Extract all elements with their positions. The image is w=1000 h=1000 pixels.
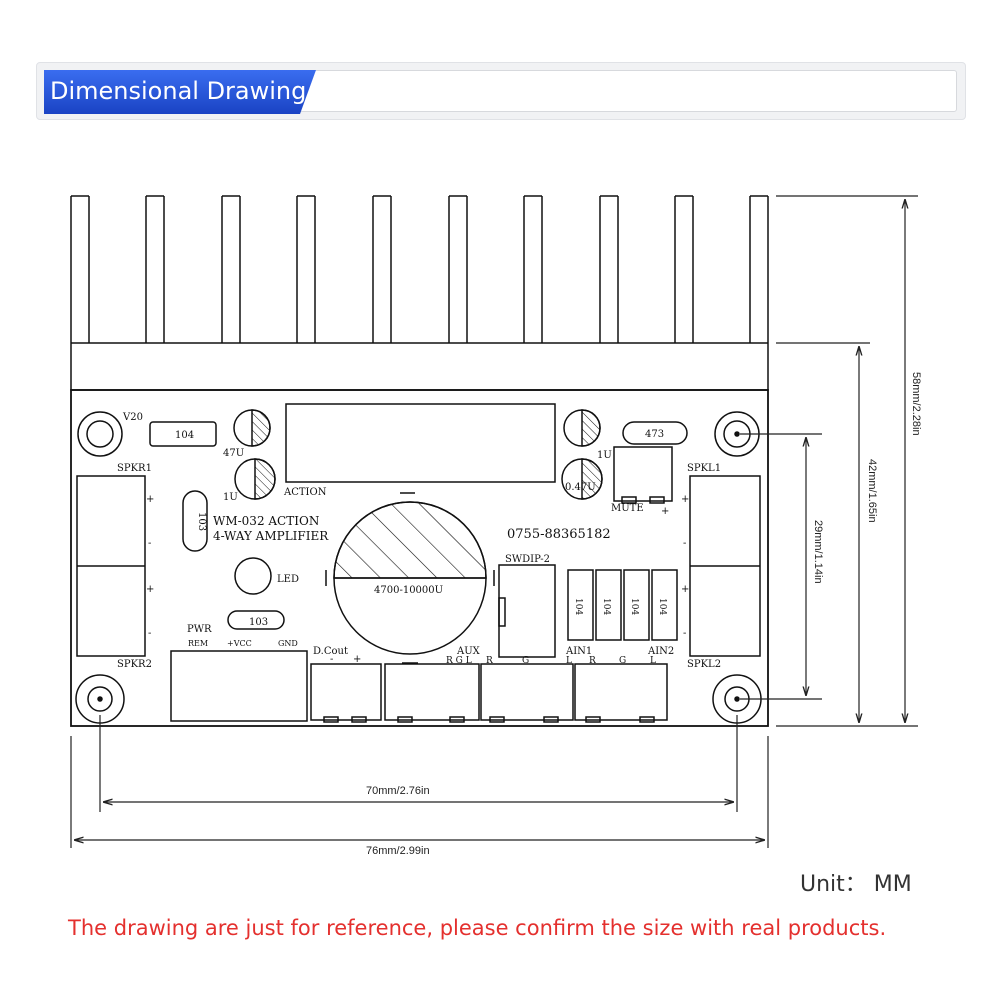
label-aux-rgl: R G L	[446, 656, 472, 666]
cap-104-top	[149, 421, 217, 447]
label-res103-bottom: 103	[249, 617, 268, 628]
label-cap104: 104	[175, 430, 194, 441]
bottom-connectors	[310, 663, 668, 723]
label-ain1: AIN1	[565, 646, 592, 657]
main-cap-label: 4700-10000U	[374, 585, 443, 596]
res-103-bottom	[227, 610, 285, 630]
label-spkr-plus2: +	[146, 584, 154, 595]
header-tab	[44, 70, 316, 114]
label-ain2-l: L	[650, 656, 656, 666]
label-spkr-minus2: -	[148, 628, 151, 639]
label-ain1-r: R	[589, 656, 596, 666]
label-spkl1: SPKL1	[687, 463, 721, 474]
label-spkl-minus2: -	[683, 628, 686, 639]
dip-104-caps	[567, 569, 678, 641]
label-spkl-plus2: +	[681, 584, 689, 595]
label-spkl-minus1: -	[683, 538, 686, 549]
dim-height-total: 58mm/2.28in	[910, 372, 922, 436]
ic-rectangle	[285, 403, 556, 483]
label-1u-left: 1U	[223, 492, 238, 503]
label-mute-plus: +	[661, 506, 669, 517]
page-title: Dimensional Drawing	[50, 77, 307, 105]
pcb-board	[70, 389, 769, 727]
label-dcout: D.Cout	[313, 646, 348, 657]
swdip-switch	[498, 564, 556, 658]
dip-label-1: 104	[573, 598, 583, 615]
label-473: 473	[645, 429, 664, 440]
model-line2: 4-WAY AMPLIFIER	[213, 529, 329, 543]
label-dcout-plus: +	[353, 654, 361, 665]
label-spkr1: SPKR1	[117, 463, 152, 474]
label-action: ACTION	[283, 487, 327, 498]
label-spkl-plus1: +	[681, 494, 689, 505]
dim-height-board: 42mm/1.65in	[866, 459, 878, 523]
label-aux: AUX	[456, 646, 481, 657]
label-aux2-r: R	[486, 656, 493, 666]
unit-label: Unit： MM	[800, 872, 912, 897]
pwr-terminal	[170, 650, 308, 722]
label-pwr: PWR	[187, 624, 212, 635]
label-swdip: SWDIP-2	[505, 554, 550, 565]
disclaimer-text: The drawing are just for reference, plea…	[68, 916, 887, 940]
label-vcc: +VCC	[227, 639, 252, 648]
label-047u: 0.47U	[565, 482, 596, 493]
label-47u: 47U	[223, 448, 244, 459]
label-spkr-plus1: +	[146, 494, 154, 505]
model-line1: WM-032 ACTION	[213, 514, 319, 528]
dip-label-2: 104	[601, 598, 611, 615]
label-aux2-g: G	[522, 656, 529, 666]
label-gnd: GND	[278, 639, 298, 648]
led-circle	[234, 557, 272, 595]
dim-hole-vertical: 29mm/1.14in	[812, 520, 824, 584]
label-rem: REM	[188, 639, 208, 648]
label-dcout-minus: -	[330, 654, 333, 665]
label-ain2: AIN2	[647, 646, 674, 657]
label-v20: V20	[122, 412, 143, 423]
label-mute: MUTE	[611, 503, 644, 514]
phone-number: 0755-88365182	[507, 527, 611, 542]
main-capacitor	[325, 492, 495, 664]
label-spkr2: SPKR2	[117, 659, 152, 670]
capacitors-left	[233, 409, 276, 500]
heatsink	[70, 195, 769, 391]
label-spkr-minus1: -	[148, 538, 151, 549]
label-led: LED	[277, 574, 299, 585]
label-spkl2: SPKL2	[687, 659, 721, 670]
spk-terminal-right	[689, 475, 761, 657]
dip-label-4: 104	[657, 598, 667, 615]
dimension-lines	[70, 195, 918, 848]
cap-473	[622, 421, 688, 445]
dim-hole-horizontal: 70mm/2.76in	[366, 785, 430, 797]
dim-width-total: 76mm/2.99in	[366, 845, 430, 857]
label-1u-right: 1U	[597, 450, 612, 461]
label-ain1-l: L	[566, 656, 572, 666]
mute-switch	[613, 446, 673, 502]
label-ain2-g: G	[619, 656, 626, 666]
dip-label-3: 104	[629, 598, 639, 615]
label-res103-left: 103	[196, 512, 207, 531]
board-text: V20 104 47U 1U ACTION 1U 0.47U 473 SPKR1…	[117, 412, 721, 670]
res-103-left	[182, 490, 208, 552]
capacitors-right	[561, 409, 603, 500]
spk-terminal-left	[76, 475, 146, 657]
